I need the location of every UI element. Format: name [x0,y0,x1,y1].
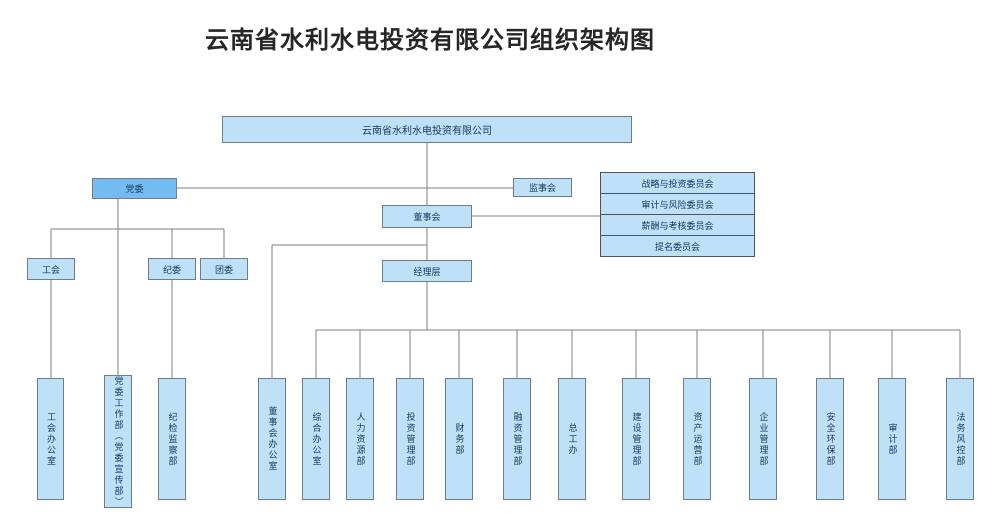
dept-board-office: 董事会办公室 [258,378,286,500]
board-committee-group: 战略与投资委员会 审计与风险委员会 薪酬与考核委员会 提名委员会 [600,172,755,257]
dept-audit: 审计部 [878,378,906,500]
party-work-dept-label: 党委工作部（党委宣传部） [113,376,124,508]
dept-financing-management-label: 融资管理部 [512,411,523,467]
dept-finance-label: 财务部 [454,422,465,456]
node-audit-risk-committee: 审计与风险委员会 [600,193,755,215]
node-strategy-investment-committee: 战略与投资委员会 [600,172,755,194]
dept-enterprise-management-label: 企业管理部 [758,411,769,467]
dept-enterprise-management: 企业管理部 [749,378,777,500]
node-management-team: 经理层 [382,260,472,282]
dept-chief-engineer-office: 总工办 [558,378,586,500]
dept-safety-environment-label: 安全环保部 [825,411,836,467]
dept-construction-management-label: 建设管理部 [631,411,642,467]
dept-safety-environment: 安全环保部 [816,378,844,500]
dept-audit-label: 审计部 [887,422,898,456]
node-nomination-committee: 提名委员会 [600,235,755,257]
node-party-work-dept: 党委工作部（党委宣传部） [104,375,132,508]
node-union-office: 工会办公室 [37,378,64,500]
node-discipline-committee: 纪委 [148,258,196,280]
node-supervisory-board: 监事会 [513,178,572,197]
node-board-of-directors: 董事会 [382,205,472,228]
dept-general-office: 综合办公室 [302,378,330,500]
dept-construction-management: 建设管理部 [622,378,650,500]
dept-investment-management-label: 投资管理部 [405,411,416,467]
node-labor-union: 工会 [27,258,75,280]
node-youth-league: 团委 [200,258,248,280]
node-party-committee: 党委 [92,178,177,199]
dept-finance: 财务部 [445,378,473,500]
union-office-label: 工会办公室 [46,411,56,467]
node-discipline-supervision-dept: 纪检监察部 [158,378,186,500]
chart-title: 云南省水利水电投资有限公司组织架构图 [205,27,655,54]
dept-human-resources-label: 人力资源部 [355,411,366,467]
dept-general-office-label: 综合办公室 [311,411,322,467]
dept-legal-risk-control-label: 法务风控部 [955,411,966,467]
dept-board-office-label: 董事会办公室 [267,406,278,472]
dept-legal-risk-control: 法务风控部 [946,378,974,500]
node-remuneration-appraisal-committee: 薪酬与考核委员会 [600,214,755,236]
dept-human-resources: 人力资源部 [346,378,374,500]
dept-chief-engineer-office-label: 总工办 [567,422,578,456]
dept-financing-management: 融资管理部 [503,378,531,500]
dept-investment-management: 投资管理部 [396,378,424,500]
node-company-root: 云南省水利水电投资有限公司 [222,116,632,143]
discipline-supervision-dept-label: 纪检监察部 [167,411,178,467]
dept-asset-operation-label: 资产运营部 [692,411,703,467]
dept-asset-operation: 资产运营部 [683,378,711,500]
